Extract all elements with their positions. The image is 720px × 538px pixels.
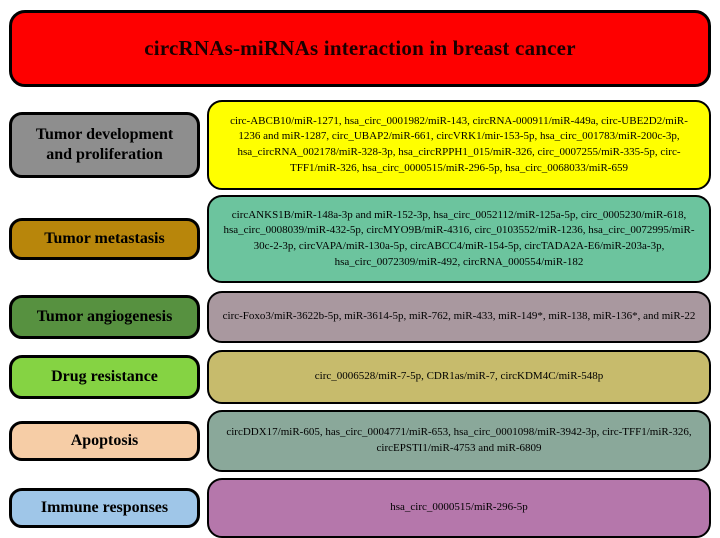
interaction-list-apoptosis: circDDX17/miR-605, has_circ_0004771/miR-… [207,410,711,472]
label-column: Drug resistance [9,350,200,404]
row-apoptosis: Apoptosis circDDX17/miR-605, has_circ_00… [9,410,711,472]
label-column: Tumor development and proliferation [9,100,200,190]
label-column: Immune responses [9,478,200,538]
interaction-list-immune-responses: hsa_circ_0000515/miR-296-5p [207,478,711,538]
category-label-tumor-metastasis: Tumor metastasis [9,218,200,260]
label-column: Tumor angiogenesis [9,291,200,343]
label-column: Apoptosis [9,410,200,472]
category-label-apoptosis: Apoptosis [9,421,200,461]
category-label-tumor-development: Tumor development and proliferation [9,112,200,178]
category-label-tumor-angiogenesis: Tumor angiogenesis [9,295,200,339]
row-tumor-development: Tumor development and proliferation circ… [9,100,711,190]
row-tumor-angiogenesis: Tumor angiogenesis circ-Foxo3/miR-3622b-… [9,291,711,343]
row-tumor-metastasis: Tumor metastasis circANKS1B/miR-148a-3p … [9,195,711,283]
label-column: Tumor metastasis [9,195,200,283]
interaction-list-tumor-angiogenesis: circ-Foxo3/miR-3622b-5p, miR-3614-5p, mi… [207,291,711,343]
figure-title: circRNAs-miRNAs interaction in breast ca… [144,36,576,60]
title-banner: circRNAs-miRNAs interaction in breast ca… [9,10,711,87]
row-immune-responses: Immune responses hsa_circ_0000515/miR-29… [9,478,711,538]
interaction-list-tumor-development: circ-ABCB10/miR-1271, hsa_circ_0001982/m… [207,100,711,190]
interaction-list-drug-resistance: circ_0006528/miR-7-5p, CDR1as/miR-7, cir… [207,350,711,404]
interaction-list-tumor-metastasis: circANKS1B/miR-148a-3p and miR-152-3p, h… [207,195,711,283]
category-label-drug-resistance: Drug resistance [9,355,200,399]
row-drug-resistance: Drug resistance circ_0006528/miR-7-5p, C… [9,350,711,404]
category-label-immune-responses: Immune responses [9,488,200,528]
